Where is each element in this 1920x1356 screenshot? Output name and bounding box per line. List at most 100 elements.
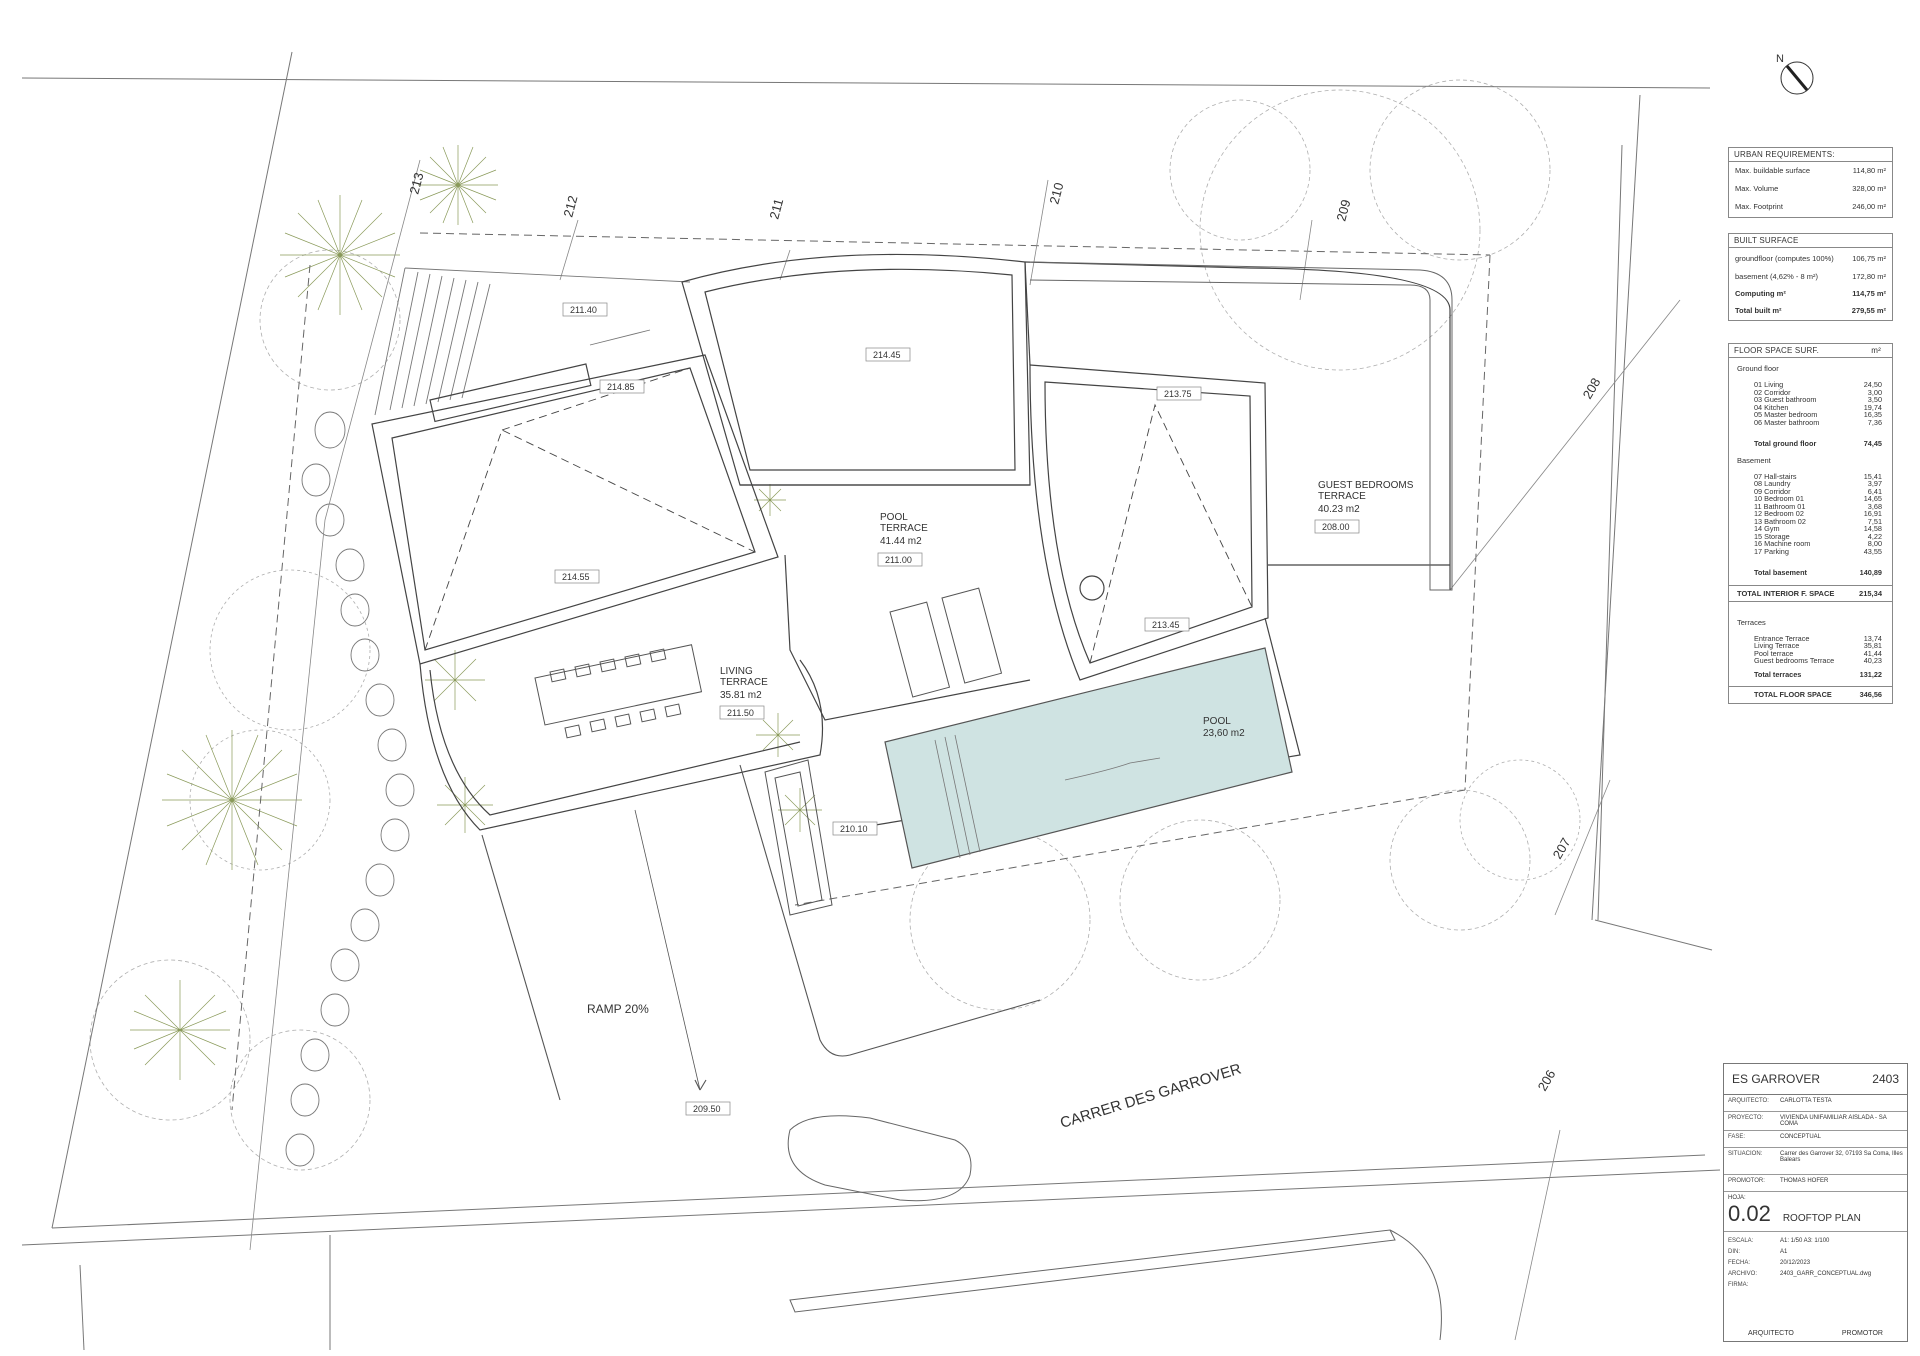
- table-cell: FASE:: [1728, 1134, 1746, 1140]
- table-cell: Max. buildable surface: [1735, 166, 1811, 175]
- table-cell: 01 Living: [1754, 380, 1784, 389]
- table-cell: 114,75 m²: [1852, 289, 1886, 298]
- sheet-label: HOJA:: [1728, 1195, 1746, 1201]
- table-cell: 16 Machine room: [1754, 539, 1811, 548]
- table-cell: 13 Bathroom 02: [1754, 516, 1806, 526]
- street-label: CARRER DES GARROVER: [1058, 1060, 1243, 1131]
- table-cell: 20/12/2023: [1780, 1260, 1811, 1266]
- project-row: PROYECTO:VIVIENDA UNIFAMILIAR AISLADA - …: [1724, 1112, 1907, 1131]
- level-marker: 214.45: [865, 347, 911, 362]
- table-cell: Total built m²: [1735, 306, 1782, 315]
- level-marker: 214.55: [554, 569, 600, 584]
- table-cell: Entrance Terrace: [1754, 633, 1810, 643]
- table-cell: 246,00 m²: [1852, 202, 1886, 211]
- table-cell: 08 Laundry: [1754, 479, 1791, 488]
- table-cell: Total ground floor: [1754, 439, 1817, 448]
- table-cell: 279,55 m²: [1851, 306, 1886, 315]
- table-cell: 3,97: [1867, 479, 1882, 488]
- built-row: groundfloor (computes 100%)106,75 m²: [1729, 248, 1892, 269]
- table-cell: 09 Corridor: [1754, 486, 1791, 496]
- terraces-heading: Terraces: [1737, 617, 1766, 627]
- table-cell: 172,80 m²: [1852, 272, 1886, 281]
- table-cell: CARLOTTA TESTA: [1780, 1098, 1832, 1104]
- signature-row: FIRMA:: [1728, 1280, 1903, 1291]
- scale-row: ESCALA:A1: 1/50 A3: 1/100: [1728, 1236, 1903, 1247]
- svg-text:210.10: 210.10: [840, 824, 868, 834]
- table-cell: 14,58: [1863, 524, 1882, 533]
- basement-total: Total basement 140,89: [1729, 569, 1892, 577]
- table-cell: 2403_GARR_CONCEPTUAL.dwg: [1780, 1271, 1872, 1277]
- pool-area: 23,60 m2: [1203, 728, 1245, 739]
- table-cell: TOTAL INTERIOR F. SPACE: [1737, 588, 1835, 598]
- table-cell: Total basement: [1754, 568, 1807, 577]
- setback-lines: [231, 232, 1491, 1111]
- table-cell: 16,91: [1863, 509, 1882, 518]
- terrace-row: Entrance Terrace 13,74: [1729, 633, 1892, 643]
- table-cell: 24,50: [1863, 380, 1882, 389]
- svg-text:209.50: 209.50: [693, 1104, 721, 1114]
- dining-table: [534, 644, 703, 739]
- pool-label: POOL: [1203, 716, 1231, 727]
- table-cell: 13,74: [1863, 633, 1882, 643]
- basement-row: 08 Laundry 3,97: [1729, 480, 1892, 488]
- level-marker: 211.00: [877, 552, 923, 567]
- pool-terrace-label-1: POOL: [880, 512, 908, 523]
- level-marker: 213.45: [1144, 617, 1190, 632]
- level-marker: 214.85: [599, 379, 645, 394]
- table-cell: SITUACION:: [1728, 1151, 1763, 1157]
- living-terrace-label-2: TERRACE: [720, 677, 768, 688]
- table-cell: 15 Storage: [1754, 531, 1790, 541]
- table-cell: 17 Parking: [1754, 546, 1789, 556]
- table-cell: 35,81: [1863, 641, 1882, 650]
- table-cell: 4,22: [1867, 531, 1882, 541]
- urban-row: Max. buildable surface 114,80 m²: [1729, 162, 1892, 181]
- basement-row: 15 Storage 4,22: [1729, 531, 1892, 541]
- built-surface-title: BUILT SURFACE: [1729, 234, 1892, 248]
- table-cell: PROYECTO:: [1728, 1115, 1764, 1121]
- sheet-title: ROOFTOP PLAN: [1782, 1213, 1861, 1224]
- table-cell: Max. Volume: [1735, 184, 1779, 193]
- table-cell: 14 Gym: [1754, 524, 1780, 533]
- contour-label-207: 207: [1550, 835, 1574, 861]
- table-cell: 02 Corridor: [1754, 387, 1791, 397]
- table-cell: 215,34: [1859, 588, 1882, 598]
- table-cell: basement (4,62% - 8 m²): [1735, 272, 1818, 281]
- svg-text:213.45: 213.45: [1152, 620, 1180, 630]
- pool-terrace-area: 41.44 m2: [880, 536, 922, 547]
- sheet-number: 0.02: [1728, 1201, 1771, 1226]
- pool: [884, 647, 1293, 869]
- table-cell: groundfloor (computes 100%): [1735, 254, 1834, 263]
- contour-label-211: 211: [766, 197, 786, 221]
- stepping-stones: [285, 411, 415, 1167]
- table-cell: 15,41: [1863, 471, 1882, 481]
- table-cell: 140,89: [1859, 568, 1882, 577]
- table-cell: 03 Guest bathroom: [1754, 395, 1817, 404]
- table-cell: [1780, 1280, 1903, 1291]
- pool-water: [884, 647, 1293, 869]
- ramp-label: RAMP 20%: [587, 1002, 649, 1016]
- table-cell: 10 Bedroom 01: [1754, 494, 1804, 503]
- table-cell: PROMOTOR:: [1728, 1178, 1765, 1184]
- table-cell: 114,80 m²: [1852, 166, 1886, 175]
- car: [787, 1115, 972, 1202]
- table-cell: 7,51: [1867, 516, 1882, 526]
- living-terrace-label-1: LIVING: [720, 666, 753, 677]
- location-row: SITUACION:Carrer des Garrover 32, 07193 …: [1724, 1148, 1907, 1175]
- level-marker: 210.10: [832, 821, 878, 836]
- table-cell: 346,56: [1859, 690, 1882, 699]
- table-cell: A1: 1/50 A3: 1/100: [1780, 1238, 1830, 1244]
- basement-row: 14 Gym 14,58: [1729, 525, 1892, 533]
- contour-label-208: 208: [1580, 375, 1604, 401]
- floor-space-table: FLOOR SPACE SURF. m² Ground floor 01 Liv…: [1728, 343, 1893, 704]
- table-cell: 131,22: [1859, 669, 1882, 679]
